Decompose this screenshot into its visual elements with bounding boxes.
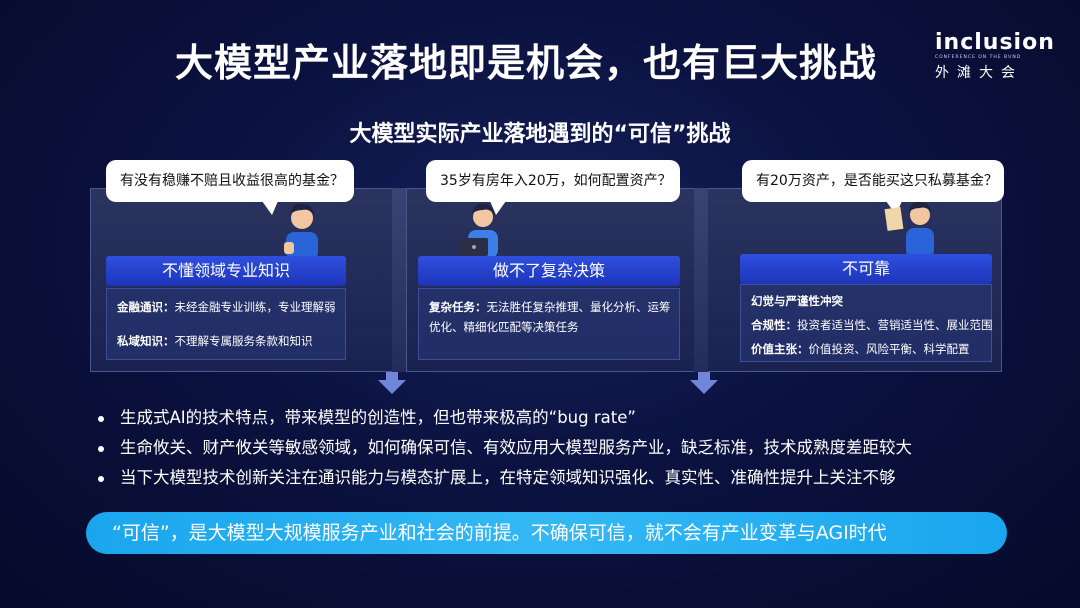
line-key: 合规性： [751, 318, 797, 332]
card-line: 合规性：投资者适当性、营销适当性、展业范围 [751, 313, 993, 337]
line-key: 幻觉与严谨性冲突 [751, 294, 843, 308]
card-line: 复杂任务：无法胜任复杂推理、量化分析、运筹 [429, 297, 671, 317]
down-arrow-icon [378, 372, 406, 394]
bubble-tail [262, 201, 278, 215]
bullet-text: 生命攸关、财产攸关等敏感领域，如何确保可信、有效应用大模型服务产业，缺乏标准，技… [120, 438, 912, 457]
line-text: 价值投资、风险平衡、科学配置 [808, 342, 970, 356]
bullet-dot [98, 475, 104, 482]
section-subtitle: 大模型实际产业落地遇到的“可信”挑战 [349, 122, 731, 147]
line-text: 优化、精细化匹配等决策任务 [429, 320, 579, 334]
line-text: 不理解专属服务条款和知识 [174, 334, 313, 348]
card-body-3: 幻觉与严谨性冲突 合规性：投资者适当性、营销适当性、展业范围 价值主张：价值投资… [740, 284, 993, 362]
line-text: 无法胜任复杂推理、量化分析、运筹 [486, 300, 671, 314]
logo-sub-text: CONFERENCE ON THE BUND [935, 55, 1022, 60]
question-bubble-2: 35岁有房年入20万，如何配置资产？ [426, 160, 680, 202]
card-header-2: 做不了复杂决策 [418, 256, 680, 286]
bullet-list: 生成式AI的技术特点，带来模型的创造性，但也带来极高的“bug rate” 生命… [98, 403, 912, 493]
bullet-dot [98, 415, 104, 422]
person-illustration-2 [460, 203, 498, 258]
card-line: 优化、精细化匹配等决策任务 [429, 317, 669, 337]
conclusion-banner: “可信”，是大模型大规模服务产业和社会的前提。不确保可信，就不会有产业变革与AG… [86, 512, 1007, 554]
bullet-item: 生命攸关、财产攸关等敏感领域，如何确保可信、有效应用大模型服务产业，缺乏标准，技… [98, 433, 912, 463]
card-header-3: 不可靠 [740, 254, 992, 284]
card-header-1: 不懂领域专业知识 [106, 256, 346, 286]
down-arrow-icon [690, 372, 718, 394]
line-text: 未经金融专业训练，专业理解弱 [174, 300, 336, 314]
card-line: 私域知识：不理解专属服务条款和知识 [117, 331, 335, 351]
line-key: 私域知识： [117, 334, 175, 348]
line-key: 复杂任务： [429, 300, 487, 314]
line-key: 价值主张： [751, 342, 809, 356]
bullet-dot [98, 445, 104, 452]
bullet-text: 生成式AI的技术特点，带来模型的创造性，但也带来极高的“bug rate” [120, 408, 636, 427]
question-bubble-1: 有没有稳赚不赔且收益很高的基金？ [106, 160, 354, 202]
bubble-tail [490, 201, 506, 215]
bullet-text: 当下大模型技术创新关注在通识能力与模态扩展上，在特定领域知识强化、真实性、准确性… [120, 468, 896, 487]
card-body-1: 金融通识：未经金融专业训练，专业理解弱 私域知识：不理解专属服务条款和知识 [106, 288, 346, 360]
bullet-item: 当下大模型技术创新关注在通识能力与模态扩展上，在特定领域知识强化、真实性、准确性… [98, 463, 912, 493]
question-bubble-3: 有20万资产，是否能买这只私募基金？ [742, 160, 1004, 202]
logo-main-text: inclusion [935, 30, 1055, 55]
bullet-item: 生成式AI的技术特点，带来模型的创造性，但也带来极高的“bug rate” [98, 403, 912, 433]
logo-cn-text: 外滩大会 [935, 65, 1023, 81]
question-text: 35岁有房年入20万，如何配置资产？ [440, 173, 672, 189]
card-line: 价值主张：价值投资、风险平衡、科学配置 [751, 337, 981, 361]
person-illustration-1 [284, 203, 318, 260]
question-text: 有20万资产，是否能买这只私募基金？ [756, 173, 998, 189]
card-body-2: 复杂任务：无法胜任复杂推理、量化分析、运筹 优化、精细化匹配等决策任务 [418, 288, 680, 360]
card-line: 金融通识：未经金融专业训练，专业理解弱 [117, 297, 336, 317]
person-illustration-3 [884, 201, 934, 258]
line-key: 金融通识： [117, 300, 175, 314]
conference-logo: inclusion CONFERENCE ON THE BUND 外滩大会 [935, 32, 1055, 82]
line-text: 投资者适当性、营销适当性、展业范围 [797, 318, 993, 332]
card-line: 幻觉与严谨性冲突 [751, 289, 981, 313]
question-text: 有没有稳赚不赔且收益很高的基金？ [120, 173, 344, 189]
page-title: 大模型产业落地即是机会，也有巨大挑战 [175, 41, 878, 85]
panel-divider [694, 188, 708, 372]
panel-divider [392, 188, 406, 372]
